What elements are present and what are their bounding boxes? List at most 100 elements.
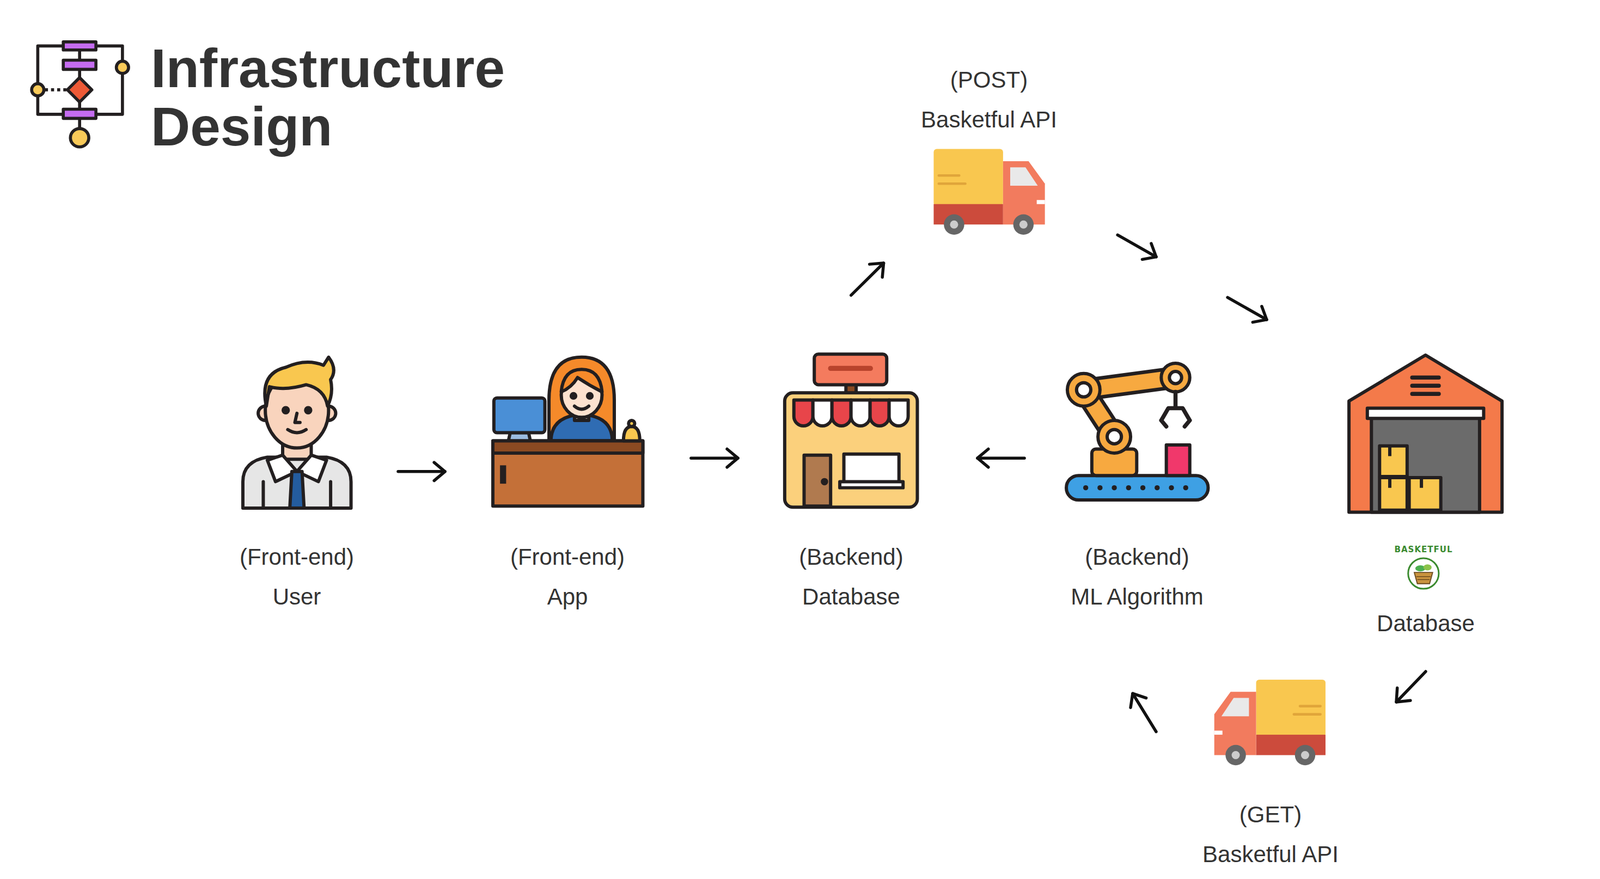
node-label: Basketful API xyxy=(920,99,1058,140)
flowchart-icon-part xyxy=(95,73,123,115)
node-label: (Backend) xyxy=(798,536,903,577)
arrow-line xyxy=(851,263,884,296)
node-label: ML Algorithm xyxy=(1070,576,1204,617)
robot-arm-icon-part xyxy=(1067,373,1101,407)
truck-icon-part xyxy=(938,175,966,184)
app-icon-part xyxy=(561,369,603,392)
store-icon-part xyxy=(851,399,871,426)
flow-arrow xyxy=(691,448,738,467)
icon-node: (Front-end)User xyxy=(209,348,384,617)
logo-text: BASKETFUL xyxy=(1394,544,1453,555)
store-icon-part xyxy=(803,455,831,507)
robot-arm-icon-part xyxy=(1126,485,1132,491)
arrow-line xyxy=(977,456,1025,460)
arrow-head xyxy=(1130,693,1147,708)
truck-icon-part xyxy=(1010,167,1038,186)
robot-arm-icon-part xyxy=(1161,363,1190,392)
store-icon-part xyxy=(832,399,852,426)
app-icon-part xyxy=(574,406,589,410)
truck-icon-part xyxy=(1301,750,1310,760)
flowchart-icon-part xyxy=(70,128,89,148)
node-label: App xyxy=(547,576,589,617)
warehouse-icon-part xyxy=(1371,412,1480,513)
arrow-head xyxy=(869,263,884,278)
user-icon-part xyxy=(305,407,311,413)
node-label: (POST) xyxy=(950,59,1028,100)
flow-arrow xyxy=(1130,693,1157,732)
truck-icon-part xyxy=(1214,730,1223,735)
app-icon-part xyxy=(548,357,615,442)
store-icon xyxy=(784,353,918,508)
app-icon xyxy=(492,357,643,507)
store-icon-part xyxy=(794,399,814,426)
user-icon-part xyxy=(295,413,301,423)
app-icon-part xyxy=(493,398,546,433)
flowchart-icon-part xyxy=(37,95,64,115)
warehouse-icon-part xyxy=(1379,446,1408,477)
robot-arm-icon-part xyxy=(1140,485,1146,491)
arrow-line xyxy=(1227,297,1267,320)
flowchart-icon-part xyxy=(67,77,93,102)
truck-icon-part xyxy=(1225,744,1246,766)
store-icon-part xyxy=(844,454,900,483)
truck-icon xyxy=(933,149,1045,235)
basketful-logo xyxy=(1408,558,1439,589)
node-label: Database xyxy=(802,576,901,617)
icon-node: (Backend)Database xyxy=(764,348,939,617)
arrow-head xyxy=(1252,306,1267,323)
truck-icon-part xyxy=(1256,679,1326,737)
flowchart-icon-part xyxy=(116,60,129,73)
icon-node: Database xyxy=(1338,343,1513,644)
robot-arm-icon-part xyxy=(1161,391,1190,427)
arrow-head xyxy=(1142,243,1157,260)
flowchart-icon-part xyxy=(95,45,123,61)
truck-icon-part xyxy=(933,149,1003,207)
robot-arm-icon-part xyxy=(1097,485,1103,491)
truck-icon-part xyxy=(1293,706,1321,715)
truck-icon-part xyxy=(1019,220,1028,229)
flowchart-icon-part xyxy=(63,60,96,70)
arrow-line xyxy=(398,469,445,474)
warehouse-icon-part xyxy=(1348,355,1502,513)
basketful-logo-part xyxy=(1408,558,1439,589)
robot-arm-icon-part xyxy=(1076,382,1091,398)
arrow-line xyxy=(1117,234,1157,257)
arrow-line xyxy=(691,456,738,460)
warehouse-icon xyxy=(1348,355,1502,513)
user-icon-part xyxy=(264,357,334,407)
truck-icon-part xyxy=(949,220,958,229)
user-icon xyxy=(242,357,352,509)
truck-icon-part xyxy=(1013,214,1034,235)
flow-arrow xyxy=(1396,671,1426,702)
flow-arrow xyxy=(398,462,445,481)
node-label: (GET) xyxy=(1239,794,1302,835)
icon-node: (GET)Basketful API xyxy=(1183,673,1358,875)
robot-arm-icon-part xyxy=(1166,444,1190,476)
flow-arrow xyxy=(1117,234,1267,322)
warehouse-icon-part xyxy=(1412,377,1439,394)
node-label: Basketful API xyxy=(1202,834,1339,875)
robot-arm-icon xyxy=(1066,363,1208,500)
truck-icon-part xyxy=(1036,199,1046,204)
robot-arm-icon-part xyxy=(1169,371,1182,384)
truck-icon-part xyxy=(1221,698,1250,717)
flowchart-icon-part xyxy=(37,45,64,84)
flowchart-icon-part xyxy=(63,41,96,51)
node-label: User xyxy=(272,576,322,617)
node-label: (Front-end) xyxy=(239,536,354,577)
basketful-logo-part xyxy=(1414,572,1433,584)
arrow-head xyxy=(434,462,445,481)
warehouse-icon-part xyxy=(1367,407,1485,419)
truck-icon-part xyxy=(1295,744,1316,766)
store-icon-part xyxy=(813,399,833,426)
node-label: (Backend) xyxy=(1084,536,1189,577)
truck-icon-part xyxy=(943,214,964,235)
robot-arm-icon-part xyxy=(1111,485,1117,491)
user-icon-part xyxy=(289,471,304,509)
store-icon-part xyxy=(814,353,887,385)
flow-arrow xyxy=(977,448,1025,467)
app-icon-part xyxy=(492,440,643,453)
flowchart-icon-part xyxy=(44,88,67,92)
node-label: Database xyxy=(1376,603,1475,644)
icon-node: (POST)Basketful API xyxy=(901,54,1077,246)
